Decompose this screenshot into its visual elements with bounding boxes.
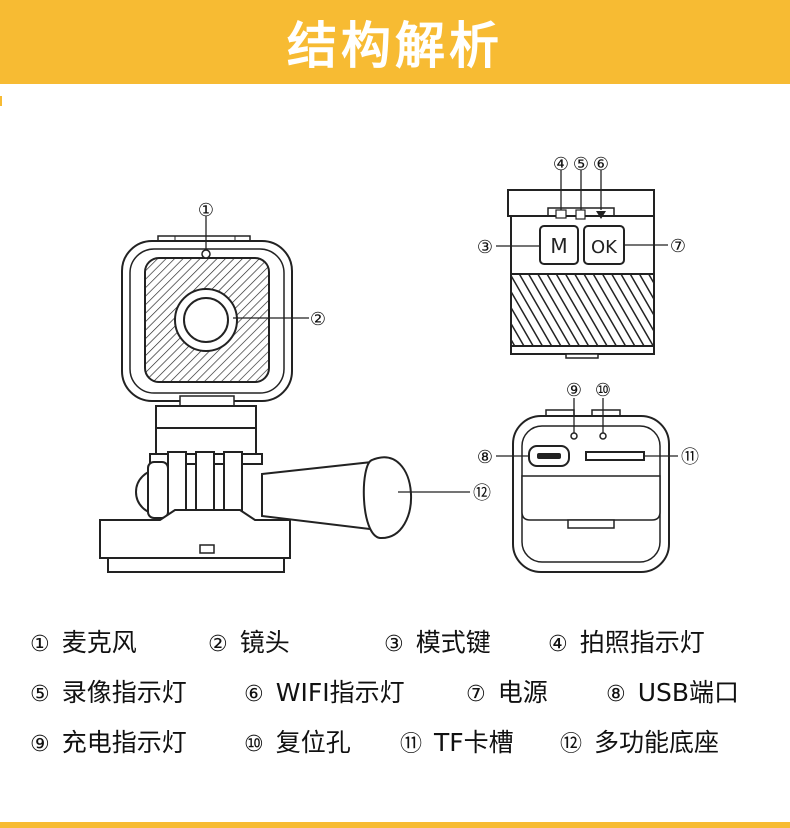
callout-1: ① xyxy=(198,200,214,221)
camera-front-view xyxy=(99,235,413,573)
leader-lines xyxy=(205,170,678,493)
callout-4: ④ xyxy=(553,154,569,175)
video-icon xyxy=(575,209,586,220)
callout-2: ② xyxy=(310,309,326,330)
tf-slot xyxy=(585,451,645,461)
callout-10: ⑩ xyxy=(595,380,611,401)
callout-6: ⑥ xyxy=(593,154,609,175)
charge-led xyxy=(570,432,578,440)
callout-5: ⑤ xyxy=(573,154,589,175)
structure-diagram: M OK xyxy=(99,154,699,573)
callout-11: ⑪ xyxy=(681,447,699,468)
mode-button xyxy=(539,225,579,265)
edge-accent xyxy=(0,96,2,106)
callout-7: ⑦ xyxy=(670,236,686,257)
mode-button-label: M xyxy=(550,234,567,258)
power-button-label: OK xyxy=(591,237,618,258)
microphone-hole xyxy=(201,249,211,259)
callout-9: ⑨ xyxy=(566,380,582,401)
callout-8: ⑧ xyxy=(477,447,493,468)
reset-hole xyxy=(599,432,607,440)
camera-icon xyxy=(555,209,567,219)
camera-back-view xyxy=(512,409,670,573)
camera-top-view: M OK xyxy=(507,189,655,359)
callout-12: ⑫ xyxy=(473,483,491,504)
footer-accent-line xyxy=(0,822,790,828)
page-title: 结构解析 xyxy=(287,17,503,75)
header-banner: 结构解析 xyxy=(0,0,790,84)
wifi-icon xyxy=(596,211,606,219)
callout-3: ③ xyxy=(477,237,493,258)
